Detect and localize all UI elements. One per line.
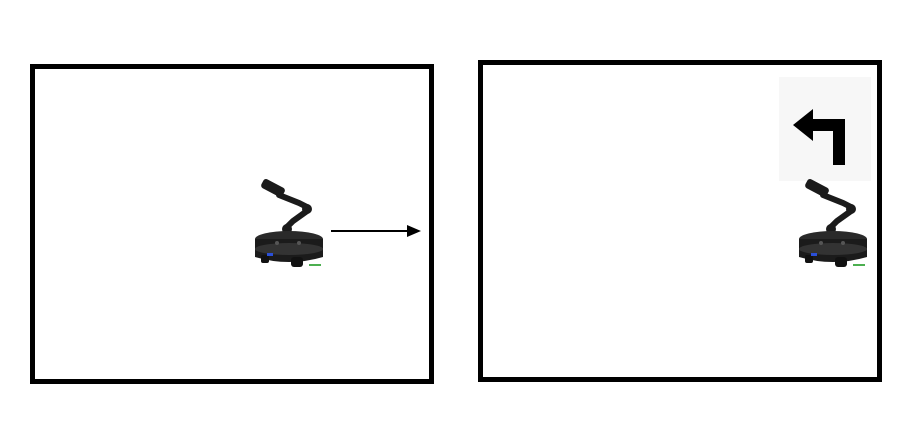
- turn-left-arrow-icon: [793, 109, 845, 165]
- robot-icon: [799, 179, 867, 267]
- right-panel: [478, 60, 882, 382]
- robot-icon: [255, 179, 323, 267]
- arrow-right-icon: [331, 225, 421, 237]
- left-panel: [30, 64, 434, 384]
- turn-sign: [779, 77, 871, 181]
